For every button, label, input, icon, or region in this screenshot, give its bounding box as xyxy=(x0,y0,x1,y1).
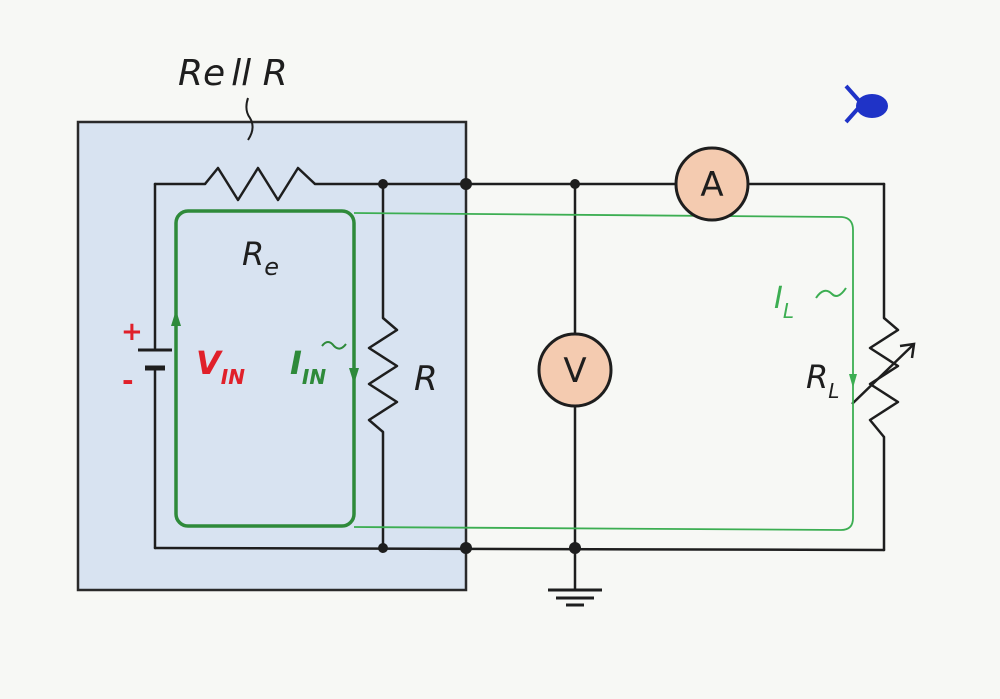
vin-arrow xyxy=(171,310,181,326)
re-label: Re xyxy=(242,235,279,281)
iin-label: IIN xyxy=(290,341,347,389)
variable-arrow xyxy=(851,342,916,405)
re-parallel-bracket xyxy=(245,97,254,141)
vin-label: VIN xyxy=(196,344,245,389)
svg-text:IL: IL xyxy=(774,281,794,323)
voltmeter-label: V xyxy=(563,351,586,391)
ground-symbol xyxy=(548,588,602,607)
il-label: IL xyxy=(774,281,847,323)
rl-label: RL xyxy=(806,358,839,403)
eye-icon xyxy=(844,84,888,124)
resistor-rl xyxy=(868,317,900,438)
battery xyxy=(138,348,172,371)
r-label: R xyxy=(414,359,438,399)
source-box xyxy=(76,120,468,592)
ammeter: A xyxy=(674,146,750,222)
iin-arrow xyxy=(349,368,359,384)
minus-label: - xyxy=(122,364,134,397)
resistor-r xyxy=(367,317,399,433)
voltmeter: V xyxy=(537,332,613,408)
il-arrow xyxy=(849,374,857,388)
wires xyxy=(153,182,886,592)
plus-label: + xyxy=(121,317,143,347)
svg-text:IIN: IIN xyxy=(290,344,326,389)
junction-dots xyxy=(378,178,581,554)
ammeter-label: A xyxy=(700,165,723,205)
resistor-re xyxy=(204,166,316,202)
